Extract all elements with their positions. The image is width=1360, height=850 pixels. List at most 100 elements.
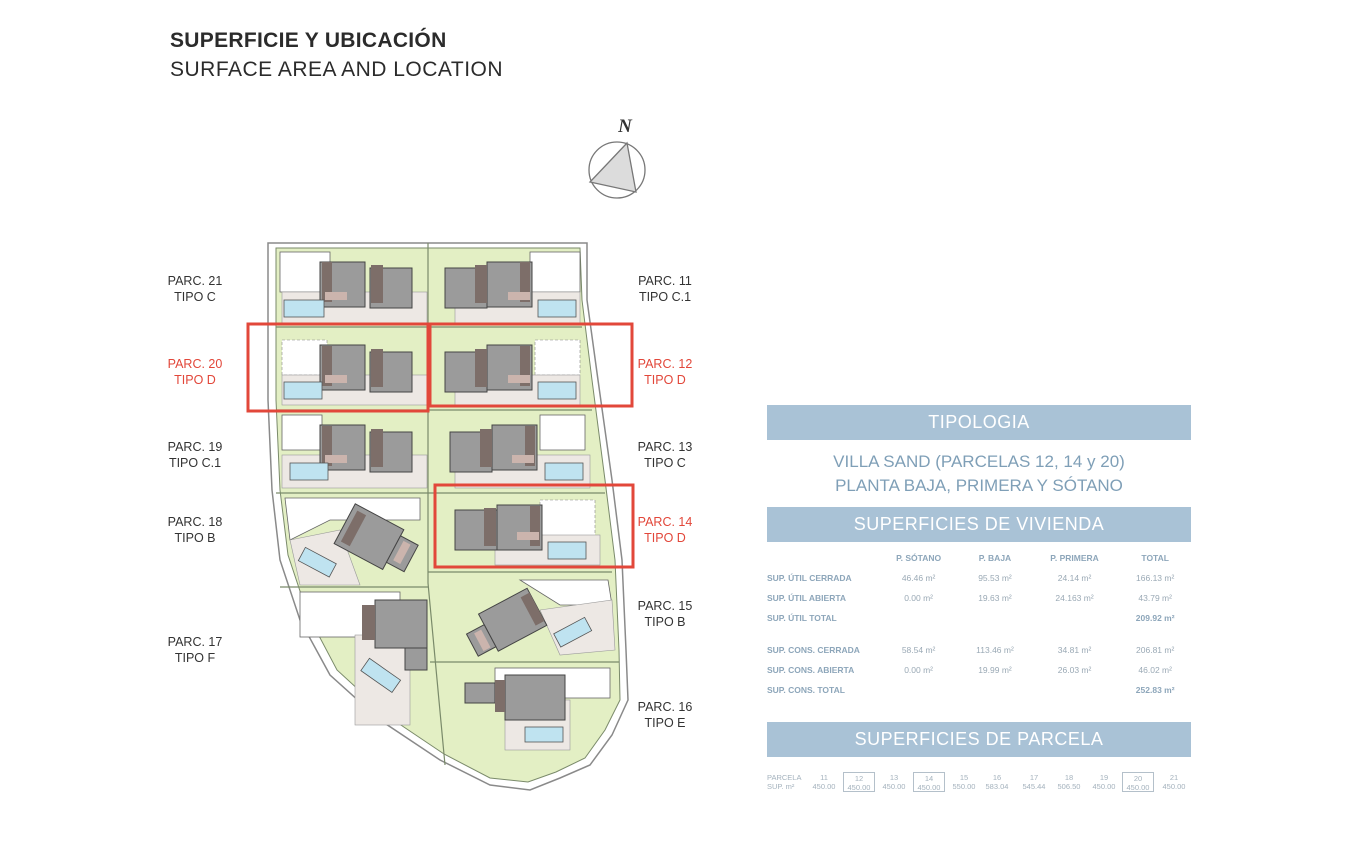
plot-19 — [281, 414, 428, 489]
cell: 26.03 m² — [1057, 665, 1092, 675]
parcel-type: TIPO D — [174, 373, 216, 387]
info-panel: TIPOLOGIA VILLA SAND (PARCELAS 12, 14 y … — [767, 405, 1191, 757]
plot-13 — [449, 414, 591, 489]
parcela-label: PARCELA — [767, 773, 802, 782]
highlight-parc-14 — [433, 483, 635, 569]
parcel-label-11: PARC. 11 TIPO C.1 — [625, 273, 705, 305]
page-subtitle: SURFACE AREA AND LOCATION — [170, 58, 504, 81]
parcela-area: 450.00 — [917, 783, 941, 792]
vivienda-table: P. SÓTANO P. BAJA P. PRIMERA TOTAL SUP. … — [767, 548, 1191, 700]
parcel-label-17: PARC. 17 TIPO F — [155, 634, 235, 666]
parcel-number: PARC. 14 — [637, 515, 693, 529]
plot-15 — [465, 579, 616, 657]
parcela-num: 16 — [992, 773, 1002, 782]
parcel-number: PARC. 18 — [167, 515, 223, 529]
cell: 34.81 m² — [1057, 645, 1092, 655]
cell: 0.00 m² — [904, 665, 934, 675]
parcela-num: 19 — [1099, 773, 1109, 782]
row-label: SUP. ÚTIL CERRADA — [767, 573, 852, 583]
parcel-label-19: PARC. 19 TIPO C.1 — [155, 439, 235, 471]
plot-14 — [454, 499, 601, 566]
parcela-num: 20 — [1133, 774, 1143, 783]
parcel-type: TIPO D — [644, 531, 686, 545]
cell: 43.79 m² — [1138, 593, 1172, 603]
table-header-row: P. SÓTANO P. BAJA P. PRIMERA TOTAL — [767, 548, 1191, 568]
parcela-num: 17 — [1029, 773, 1039, 782]
parcel-number: PARC. 17 — [167, 635, 223, 649]
column-header — [767, 548, 877, 568]
row-label: SUP. ÚTIL ABIERTA — [767, 593, 847, 603]
parcel-type: TIPO B — [174, 531, 216, 545]
column-header: P. PRIMERA — [1050, 553, 1099, 563]
parcel-label-14: PARC. 14 TIPO D — [625, 514, 705, 546]
plot-11 — [444, 251, 581, 326]
table-row: SUP. CONS. CERRADA 58.54 m² 113.46 m² 34… — [767, 640, 1191, 660]
parcel-label-20: PARC. 20 TIPO D — [155, 356, 235, 388]
cell: 46.46 m² — [901, 573, 936, 583]
row-label: SUP. CONS. TOTAL — [767, 685, 845, 695]
row-label: SUP. CONS. ABIERTA — [767, 665, 855, 675]
cell-total: 252.83 m² — [1135, 685, 1175, 695]
parcel-type: TIPO C — [174, 290, 216, 304]
parcela-area: 506.50 — [1057, 782, 1081, 791]
cell — [1030, 680, 1120, 700]
parcel-type: TIPO D — [644, 373, 686, 387]
plot-16 — [464, 667, 611, 751]
parcel-number: PARC. 19 — [167, 440, 223, 454]
parcela-area: 450.00 — [1126, 783, 1150, 792]
highlight-parc-12 — [428, 322, 634, 408]
cell-total: 209.92 m² — [1135, 613, 1175, 623]
parcel-number: PARC. 11 — [638, 274, 692, 288]
table-row: SUP. ÚTIL TOTAL 209.92 m² — [767, 608, 1191, 628]
parcel-label-21: PARC. 21 TIPO C — [155, 273, 235, 305]
parcela-area: 550.00 — [952, 782, 976, 791]
parcela-num: 11 — [820, 773, 828, 782]
cell — [877, 608, 960, 628]
typology-description: VILLA SAND (PARCELAS 12, 14 y 20) PLANTA… — [767, 450, 1191, 498]
parcela-num: 18 — [1064, 773, 1074, 782]
column-header: P. SÓTANO — [896, 553, 942, 563]
parcel-number: PARC. 16 — [637, 700, 693, 714]
parcela-num: 21 — [1169, 773, 1179, 782]
parcela-area: 450.00 — [847, 783, 871, 792]
parcel-number: PARC. 20 — [167, 357, 223, 371]
plot-17 — [299, 591, 428, 726]
parcel-number: PARC. 12 — [637, 357, 693, 371]
cell: 19.63 m² — [978, 593, 1012, 603]
cell — [1030, 608, 1120, 628]
parcela-num: 13 — [889, 773, 899, 782]
plot-20 — [281, 339, 428, 406]
parcel-type: TIPO C — [644, 456, 686, 470]
parcela-area: 450.00 — [812, 782, 836, 791]
typology-line-1: VILLA SAND (PARCELAS 12, 14 y 20) — [833, 452, 1125, 471]
column-header: TOTAL — [1141, 553, 1169, 563]
cell — [877, 680, 960, 700]
table-row: SUP. ÚTIL CERRADA 46.46 m² 95.53 m² 24.1… — [767, 568, 1191, 588]
parcela-area: 450.00 — [882, 782, 906, 791]
parcela-area: 450.00 — [1092, 782, 1116, 791]
parcel-number: PARC. 15 — [637, 599, 693, 613]
table-row: SUP. ÚTIL ABIERTA 0.00 m² 19.63 m² 24.16… — [767, 588, 1191, 608]
parcela-num: 14 — [924, 774, 934, 783]
parcel-type: TIPO C.1 — [638, 290, 692, 304]
typology-line-2: PLANTA BAJA, PRIMERA Y SÓTANO — [835, 476, 1123, 495]
parcel-label-18: PARC. 18 TIPO B — [155, 514, 235, 546]
parcela-row-labels: PARCELA SUP. m² — [767, 773, 801, 791]
plot-18 — [284, 497, 421, 586]
parcela-num: 12 — [854, 774, 864, 783]
parcela-num: 15 — [959, 773, 969, 782]
parcel-type: TIPO F — [174, 651, 216, 665]
plot-21 — [279, 251, 428, 326]
parcel-label-13: PARC. 13 TIPO C — [625, 439, 705, 471]
tipologia-header: TIPOLOGIA — [767, 405, 1191, 440]
parcel-type: TIPO C.1 — [168, 456, 222, 470]
parcel-number: PARC. 21 — [167, 274, 223, 288]
site-plan — [246, 242, 635, 791]
